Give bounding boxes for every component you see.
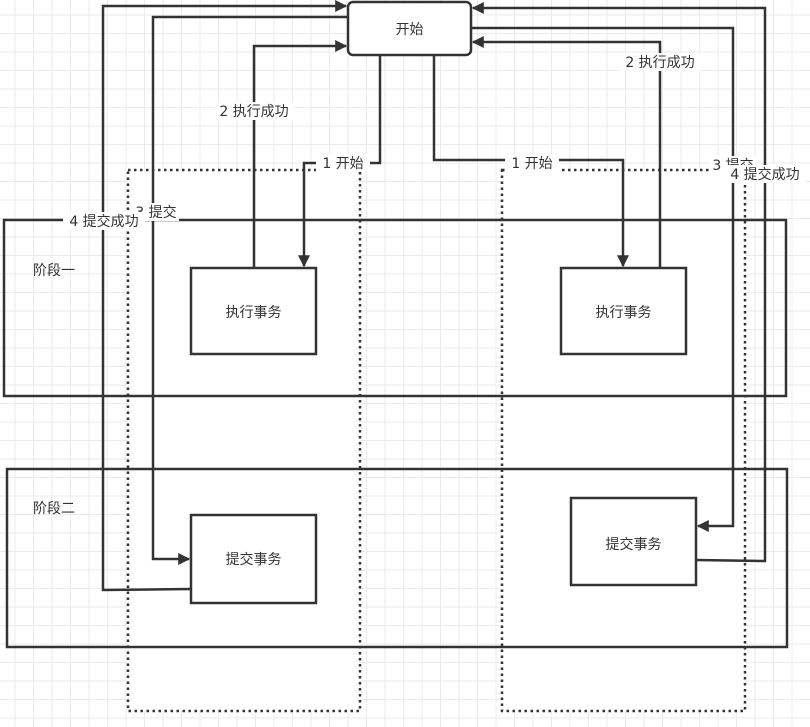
- start-node-box[interactable]: [346, 0, 473, 57]
- execute-node-left[interactable]: 执行事务: [189, 266, 318, 356]
- commit-node-right-label: 提交事务: [606, 536, 662, 553]
- phase-one-label: 阶段一: [33, 263, 75, 279]
- commit-node-left-label: 提交事务: [226, 551, 282, 568]
- commit-node-right[interactable]: 提交事务: [569, 496, 698, 587]
- edge-label-left-1: 1 开始: [322, 156, 363, 172]
- edge-right-4-commit-success: [471, 1, 767, 563]
- edge-label-right-1: 1 开始: [511, 156, 552, 172]
- phase-two-box: [5, 467, 789, 649]
- edge-right-3-commit: [471, 26, 735, 532]
- start-node-label: 开始: [396, 22, 424, 38]
- execute-node-right[interactable]: 执行事务: [559, 266, 688, 356]
- edge-label-right-4: 4 提交成功: [730, 166, 799, 183]
- execute-node-left-box[interactable]: [189, 266, 318, 356]
- phase-one-container: 阶段一: [2, 218, 788, 398]
- edge-labels: 1 开始 2 执行成功 3 提交 4 提交成功 1 开始 2 执行成功 3 提交…: [63, 53, 806, 230]
- edge-label-left-4: 4 提交成功: [69, 213, 138, 230]
- execute-node-right-label: 执行事务: [596, 305, 652, 321]
- edge-left-3-commit: [151, 15, 348, 565]
- edge-left-4-commit-success: [101, 0, 348, 592]
- execute-node-left-label: 执行事务: [226, 305, 282, 321]
- participant-lane-left: [126, 168, 362, 713]
- commit-node-left[interactable]: 提交事务: [189, 513, 318, 605]
- execute-node-right-box[interactable]: [559, 266, 688, 356]
- phase-one-box: [2, 218, 788, 398]
- edge-right-2-execute-success: [471, 36, 662, 268]
- phase-two-container: 阶段二: [5, 467, 789, 649]
- phase-two-label: 阶段二: [33, 501, 75, 517]
- start-node[interactable]: 开始: [346, 0, 473, 57]
- edge-label-left-3: 3 提交: [135, 204, 176, 221]
- commit-node-left-box[interactable]: [189, 513, 318, 605]
- edge-label-left-2: 2 执行成功: [219, 104, 288, 120]
- edge-label-right-2: 2 执行成功: [625, 55, 694, 71]
- commit-node-right-box[interactable]: [569, 496, 698, 587]
- edge-left-2-execute-success: [252, 40, 348, 268]
